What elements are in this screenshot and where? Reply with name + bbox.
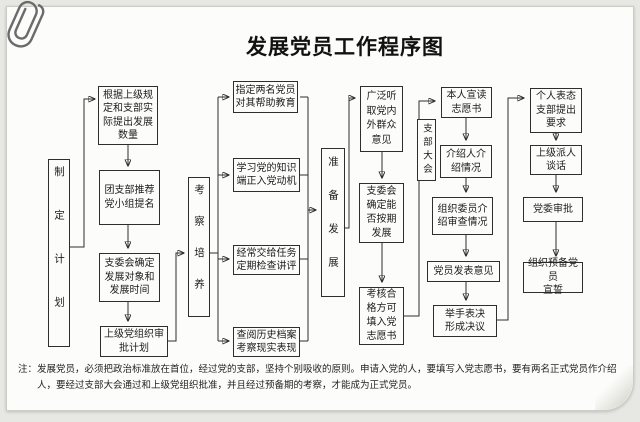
step-observe4: 查阅历史档案 考察现实表现 xyxy=(233,327,300,357)
step-prepare1: 广泛听 取党内 外群众 意见 xyxy=(360,86,403,152)
step-prepare3: 考核合 格方可 填入党 志愿书 xyxy=(359,287,404,345)
step-meeting5: 举手表决 形成决议 xyxy=(433,305,497,337)
connector-meeting5-to-approve1 xyxy=(497,98,524,321)
step-observe2: 学习党的知识 端正入党动机 xyxy=(233,158,300,192)
stage-label-meeting: 支部大会 xyxy=(417,119,436,181)
stage-label-observe: 考察培养 xyxy=(188,177,210,317)
step-meeting2: 介绍人介 绍情况 xyxy=(440,145,492,178)
page-title: 发展党员工作程序图 xyxy=(246,35,444,59)
connector-plan4-to-observe xyxy=(167,253,184,342)
connector-observe-collect-trunk xyxy=(300,96,309,342)
step-approve2: 上级派人 谈话 xyxy=(530,145,582,175)
step-approve4: 组织预备党员 宣誓 xyxy=(523,258,583,296)
step-observe1: 指定两名党员 对其帮助教育 xyxy=(233,81,298,113)
footnote-text: 发展党员，必须把政治标准放在首位，经过党的支部，坚持个别吸收的原则。申请入党的人… xyxy=(37,364,617,391)
step-approve1: 个人表态 支部提出 要求 xyxy=(530,88,582,133)
connector-prepare3-to-meeting1 xyxy=(404,101,435,317)
step-prepare2: 支委会 确定能 否按期 发展 xyxy=(359,183,404,243)
footnote: 注：发展党员，必须把政治标准放在首位，经过党的支部，坚持个别吸收的原则。申请入党… xyxy=(18,362,635,393)
step-meeting4: 党员发表意见 xyxy=(427,261,500,282)
stage-label-prepare: 准备发展 xyxy=(321,148,345,297)
footnote-label: 注： xyxy=(18,364,38,375)
connector-plan-to-plan1 xyxy=(70,99,95,248)
step-plan3: 支委会确定 发展对象和 发展时间 xyxy=(99,253,160,302)
step-plan2: 团支部推荐 党小组提名 xyxy=(99,170,160,225)
connector-prepare-to-prepare1 xyxy=(345,98,355,229)
step-plan4: 上级党组织审 批计划 xyxy=(100,326,168,357)
step-meeting1: 本人宣读 志愿书 xyxy=(441,87,492,118)
step-observe3: 经常交给任务 定期检查讲评 xyxy=(233,245,300,275)
step-meeting3: 组织委员介 绍审查情况 xyxy=(432,197,493,235)
step-plan1: 根据上级规 定和支部实 际提出发展 数量 xyxy=(98,86,158,145)
connector-observe-trunk xyxy=(210,97,219,341)
step-approve3: 党委审批 xyxy=(523,197,583,222)
paperclip-icon xyxy=(7,0,45,48)
stage-label-plan: 制定计划 xyxy=(48,159,70,347)
